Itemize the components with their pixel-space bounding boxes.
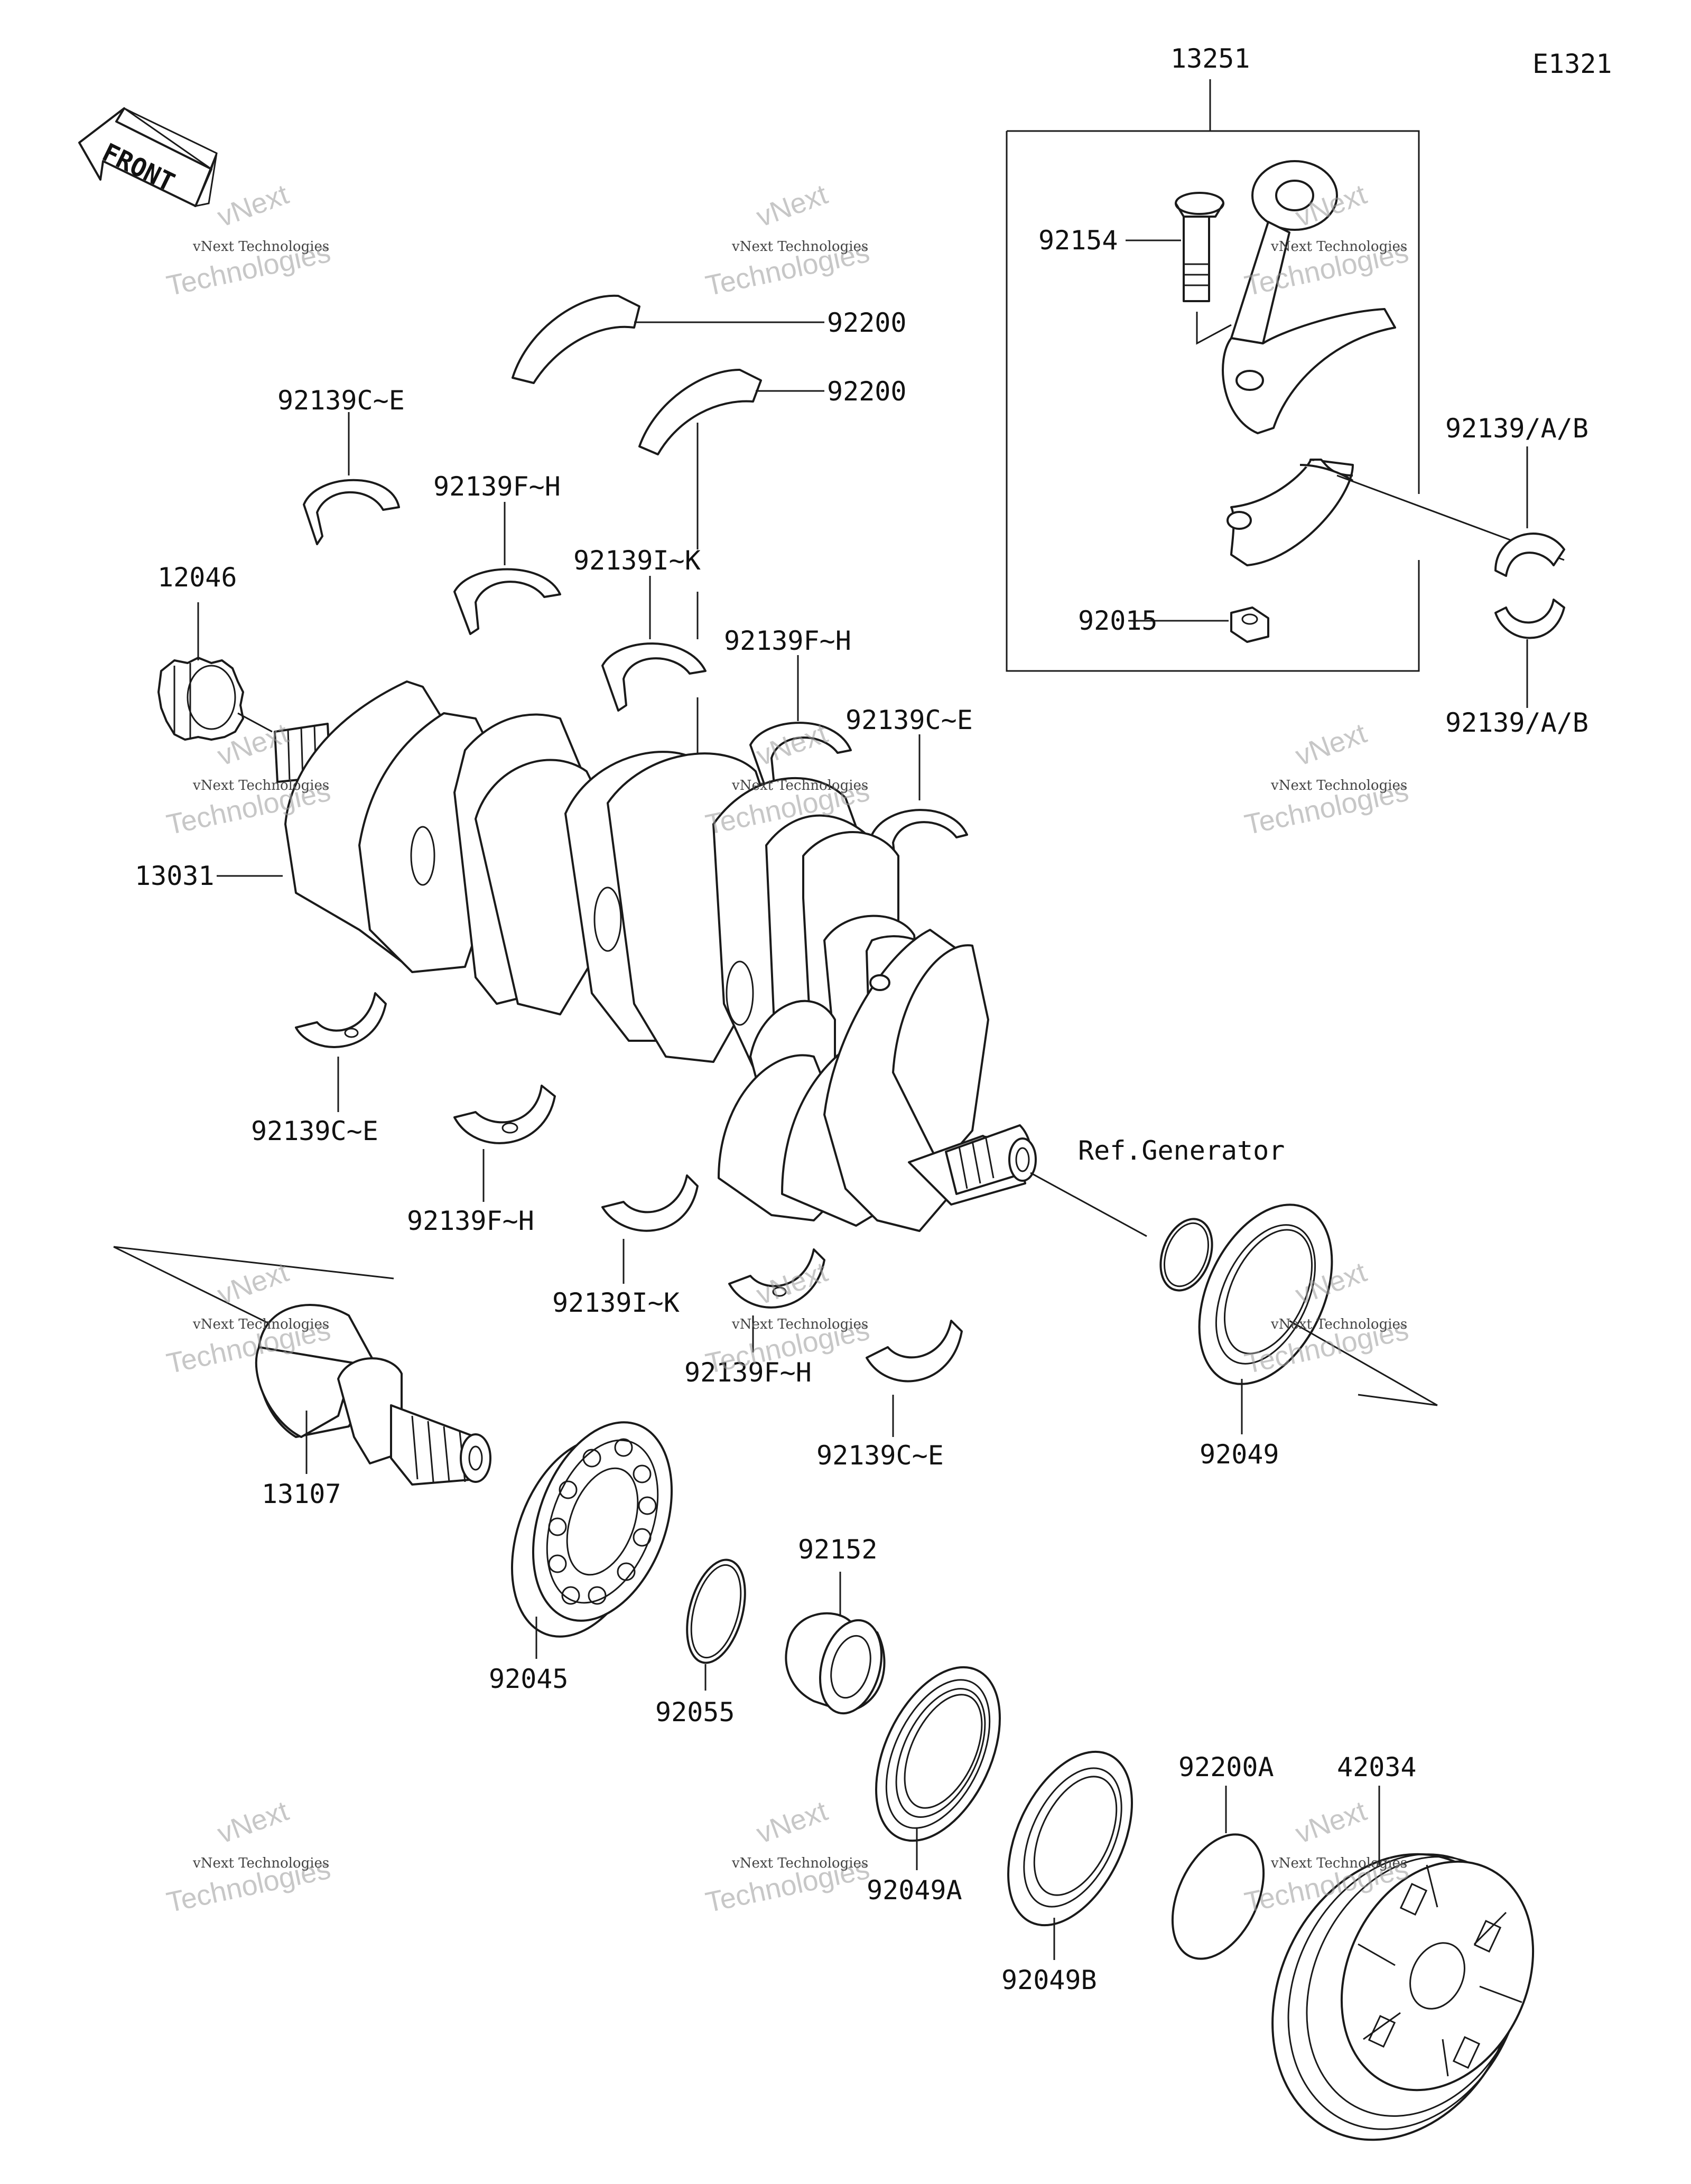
label-92139IK-1: 92139I~K xyxy=(573,545,701,576)
label-92139FH-3: 92139F~H xyxy=(407,1206,534,1236)
main-bearing-upper-4 xyxy=(749,722,852,791)
label-92200-b: 92200 xyxy=(827,376,907,407)
ref-generator-o-ring xyxy=(1159,1218,1213,1292)
svg-text:vNext: vNext xyxy=(213,1256,293,1311)
svg-text:vNext Technologies: vNext Technologies xyxy=(1270,778,1407,794)
main-bearing-upper-3 xyxy=(601,642,707,712)
svg-text:vNext: vNext xyxy=(752,179,832,234)
main-bearing-lower-3 xyxy=(601,1174,699,1232)
label-13251: 13251 xyxy=(1170,43,1250,74)
svg-text:vNext: vNext xyxy=(213,179,293,234)
svg-text:vNext Technologies: vNext Technologies xyxy=(192,1317,329,1332)
label-92154: 92154 xyxy=(1038,225,1118,256)
label-92049A: 92049A xyxy=(867,1875,962,1906)
thrust-washer-lower xyxy=(638,369,762,455)
label-42034: 42034 xyxy=(1337,1752,1417,1782)
connecting-rod xyxy=(1222,160,1396,434)
svg-text:vNext: vNext xyxy=(213,1795,293,1850)
svg-text:vNext Technologies: vNext Technologies xyxy=(192,778,329,794)
main-bearing-lower-4 xyxy=(728,1248,825,1309)
label-92139FH-4: 92139F~H xyxy=(684,1357,812,1388)
label-92152: 92152 xyxy=(798,1534,878,1565)
svg-text:vNext Technologies: vNext Technologies xyxy=(1270,1855,1407,1871)
label-92139CE-3: 92139C~E xyxy=(251,1116,378,1146)
svg-text:vNext Technologies: vNext Technologies xyxy=(731,1317,868,1332)
thrust-washer-upper xyxy=(512,294,640,384)
crankshaft xyxy=(274,680,1037,1232)
svg-text:vNext: vNext xyxy=(752,1795,832,1850)
label-92139FH-2: 92139F~H xyxy=(724,626,851,656)
main-bearing-upper-2 xyxy=(453,568,561,635)
label-92139AB-bottom: 92139/A/B xyxy=(1445,707,1588,738)
svg-text:vNext Technologies: vNext Technologies xyxy=(731,1855,868,1871)
svg-text:vNext Technologies: vNext Technologies xyxy=(192,1855,329,1871)
watermark-2: vNext Technologies vNext Technologies xyxy=(703,179,872,302)
label-92139AB-top: 92139/A/B xyxy=(1445,413,1588,444)
main-bearing-lower-1 xyxy=(295,992,387,1048)
collar-92152 xyxy=(785,1612,886,1715)
label-92139FH-1: 92139F~H xyxy=(433,471,561,502)
rod-bearing-upper xyxy=(1494,533,1565,577)
rod-cap xyxy=(1227,459,1354,566)
svg-text:vNext: vNext xyxy=(1292,717,1371,772)
watermark-8: vNext Technologies vNext Technologies xyxy=(703,1256,872,1380)
label-92045: 92045 xyxy=(489,1664,569,1694)
main-bearing-lower-5 xyxy=(866,1320,963,1383)
label-12046: 12046 xyxy=(157,562,237,593)
rod-bearing-lower xyxy=(1494,599,1565,639)
roller-bearing xyxy=(510,1421,673,1638)
oil-seal-92049B xyxy=(1007,1750,1133,1927)
watermark-10: vNext Technologies vNext Technologies xyxy=(164,1795,333,1919)
svg-text:vNext: vNext xyxy=(1292,1795,1371,1850)
label-92055: 92055 xyxy=(655,1697,735,1728)
label-92200-a: 92200 xyxy=(827,307,907,338)
svg-text:vNext Technologies: vNext Technologies xyxy=(1270,239,1407,255)
oil-seal-92049 xyxy=(1198,1203,1333,1385)
svg-text:vNext Technologies: vNext Technologies xyxy=(192,239,329,255)
crank-gear xyxy=(157,657,244,741)
front-arrow-icon: FRONT xyxy=(78,107,218,208)
diagram-code: E1321 xyxy=(1532,49,1612,79)
rod-nut xyxy=(1230,606,1269,643)
svg-text:vNext Technologies: vNext Technologies xyxy=(1270,1317,1407,1332)
connecting-rod-assembly: 13251 92154 xyxy=(1006,43,1565,672)
label-13031: 13031 xyxy=(135,861,215,891)
main-bearing-lower-2 xyxy=(453,1085,556,1144)
label-92139CE-1: 92139C~E xyxy=(277,385,405,416)
label-92049: 92049 xyxy=(1200,1439,1279,1470)
label-92139CE-2: 92139C~E xyxy=(846,705,973,735)
label-13107: 13107 xyxy=(262,1479,341,1509)
oil-seal-92049A xyxy=(875,1666,1001,1842)
main-bearing-upper-5 xyxy=(871,809,968,873)
o-ring-92055 xyxy=(686,1558,746,1664)
watermark-11: vNext Technologies vNext Technologies xyxy=(703,1795,872,1919)
label-92139CE-4: 92139C~E xyxy=(816,1440,944,1471)
label-92139IK-2: 92139I~K xyxy=(552,1287,680,1318)
watermark-6: vNext Technologies vNext Technologies xyxy=(1242,717,1411,841)
label-92200A: 92200A xyxy=(1178,1752,1274,1782)
balancer-shaft xyxy=(255,1304,491,1486)
main-bearing-upper-1 xyxy=(303,479,400,545)
coupling-42034 xyxy=(1271,1853,1535,2141)
washer-92200A xyxy=(1171,1833,1265,1960)
label-92015: 92015 xyxy=(1078,605,1158,636)
ref-generator-label: Ref.Generator xyxy=(1078,1135,1285,1166)
rod-bolt xyxy=(1175,192,1224,302)
label-92049B: 92049B xyxy=(1001,1965,1097,1995)
svg-text:vNext Technologies: vNext Technologies xyxy=(731,778,868,794)
svg-text:vNext Technologies: vNext Technologies xyxy=(731,239,868,255)
